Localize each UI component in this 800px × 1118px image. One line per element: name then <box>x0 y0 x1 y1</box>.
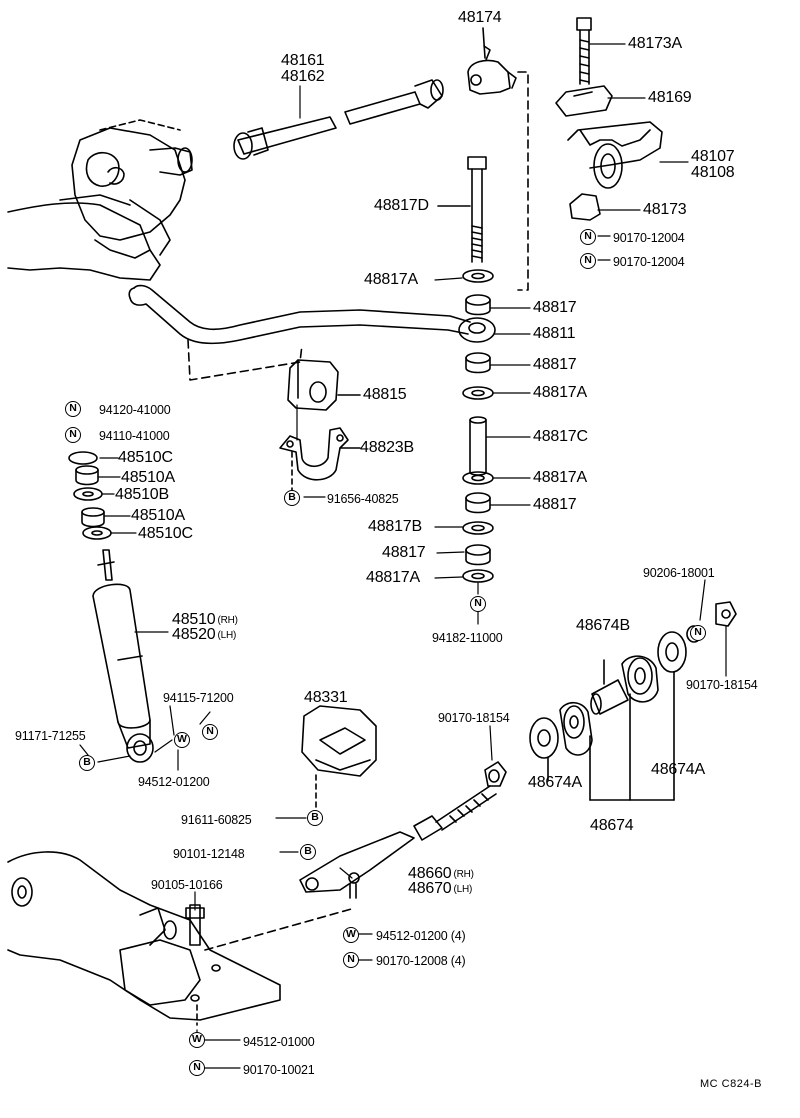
bolt-badge-b: B <box>284 490 300 506</box>
part-label-48331: 48331 <box>304 689 348 706</box>
intermediate-shaft-drawing <box>233 79 444 160</box>
lh-suffix: (LH) <box>453 884 473 895</box>
part-label-48817A: 48817A <box>533 384 587 401</box>
part-label-90170-12004-a: 90170-12004 <box>613 231 685 245</box>
part-label-94512-01200-b: 94512-01200 (4) <box>376 929 466 943</box>
part-label-90170-18154-a: 90170-18154 <box>686 678 758 692</box>
part-label-90101-12148: 90101-12148 <box>173 847 245 861</box>
shock-absorber-drawing <box>92 549 154 763</box>
nut-badge-n: N <box>690 625 706 641</box>
part-label-91611-60825: 91611-60825 <box>181 813 252 827</box>
part-label-48174: 48174 <box>458 9 502 26</box>
part-label-48510A: 48510A <box>131 507 185 524</box>
part-label-94512-01200-a: 94512-01200 <box>138 775 210 789</box>
nut-badge-n: N <box>202 724 218 740</box>
bracket-48823B-drawing <box>279 427 349 481</box>
nut-badge-n: N <box>65 427 81 443</box>
part-label-48817A: 48817A <box>533 469 587 486</box>
bolt-48817D-drawing <box>467 156 487 263</box>
nut-badge-n: N <box>470 596 486 612</box>
part-label-48817A: 48817A <box>366 569 420 586</box>
nut-badge-n: N <box>580 253 596 269</box>
part-label-48173: 48173 <box>643 201 687 218</box>
part-label-48674A: 48674A <box>528 774 582 791</box>
part-label-48817C: 48817C <box>533 428 588 445</box>
part-label-48670: 48670(LH) <box>408 880 473 897</box>
bracket-parts-drawing <box>555 17 663 221</box>
part-label-90105-10166: 90105-10166 <box>151 878 223 892</box>
leader-lines <box>79 43 727 1069</box>
nut-badge-n: N <box>343 952 359 968</box>
part-label-94182-11000: 94182-11000 <box>432 631 503 645</box>
strut-rod-drawing <box>299 761 507 899</box>
part-label-48817A: 48817A <box>364 271 418 288</box>
part-label-48660: 48660(RH) <box>408 865 475 882</box>
part-label-90170-18154-b: 90170-18154 <box>438 711 510 725</box>
part-label-48674B: 48674B <box>576 617 630 634</box>
part-label-48817B: 48817B <box>368 518 422 535</box>
part-label-48510B: 48510B <box>115 486 169 503</box>
part-label-90170-12004-b: 90170-12004 <box>613 255 685 269</box>
part-label-94512-01000: 94512-01000 <box>243 1035 315 1049</box>
part-label-48811: 48811 <box>533 325 576 342</box>
part-label-48817: 48817 <box>533 299 577 316</box>
part-label-90170-10021: 90170-10021 <box>243 1063 315 1077</box>
part-label-48107: 48107 <box>691 148 735 165</box>
part-label-48674: 48674 <box>590 817 634 834</box>
diagram-code: MC C824-B <box>700 1078 762 1090</box>
nut-badge-n: N <box>580 229 596 245</box>
part-label-94120-41000: 94120-41000 <box>99 403 171 417</box>
part-label-48510C: 48510C <box>138 525 193 542</box>
bushing-48815-drawing <box>287 359 339 411</box>
part-label-48520: 48520(LH) <box>172 626 237 643</box>
nut-badge-n: N <box>65 401 81 417</box>
bracket-48331-drawing <box>301 705 377 777</box>
part-label-48674A: 48674A <box>651 761 705 778</box>
part-label-48817: 48817 <box>533 356 577 373</box>
lh-suffix: (LH) <box>217 630 237 641</box>
bolt-badge-b: B <box>300 844 316 860</box>
nut-badge-n: N <box>189 1060 205 1076</box>
stabilizer-bar-drawing <box>128 284 471 345</box>
part-label-48161: 48161 <box>281 52 325 69</box>
bolt-badge-b: B <box>307 810 323 826</box>
washer-badge-w: W <box>343 927 359 943</box>
washer-badge-w: W <box>174 732 190 748</box>
part-label-48817: 48817 <box>533 496 577 513</box>
part-label-48510A: 48510A <box>121 469 175 486</box>
boot-48174-drawing <box>467 45 517 95</box>
part-label-48817D: 48817D <box>374 197 429 214</box>
rh-suffix: (RH) <box>453 869 475 880</box>
part-label-48108: 48108 <box>691 164 735 181</box>
part-label-48510: 48510(RH) <box>172 611 239 628</box>
bolt-badge-b: B <box>79 755 95 771</box>
part-label-48162: 48162 <box>281 68 325 85</box>
bushing-stack-drawing <box>462 269 494 583</box>
part-label-90206-18001: 90206-18001 <box>643 566 715 580</box>
lower-arm-drawing <box>7 851 281 1021</box>
part-label-91171-71255: 91171-71255 <box>15 729 86 743</box>
part-label-94115-71200: 94115-71200 <box>163 691 234 705</box>
part-label-90170-12008: 90170-12008 (4) <box>376 954 466 968</box>
part-label-48817: 48817 <box>382 544 426 561</box>
washer-badge-w: W <box>189 1032 205 1048</box>
steering-knuckle-drawing <box>7 119 193 281</box>
part-label-48169: 48169 <box>648 89 692 106</box>
part-label-48815: 48815 <box>363 386 407 403</box>
part-label-48173A: 48173A <box>628 35 682 52</box>
part-label-48823B: 48823B <box>360 439 414 456</box>
part-label-91656-40825: 91656-40825 <box>327 492 399 506</box>
rh-suffix: (RH) <box>217 615 239 626</box>
part-label-48510C: 48510C <box>118 449 173 466</box>
part-label-94110-41000: 94110-41000 <box>99 429 170 443</box>
